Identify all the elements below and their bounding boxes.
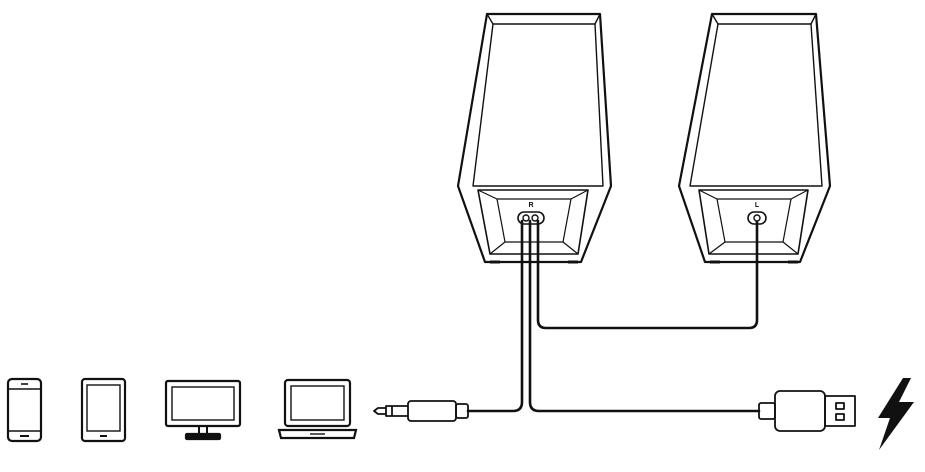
laptop-icon bbox=[277, 378, 358, 440]
smartphone-icon bbox=[6, 377, 43, 443]
lightning-bolt-icon bbox=[878, 378, 914, 450]
speaker-link-cable bbox=[536, 219, 759, 330]
right-speaker-label: R bbox=[528, 202, 533, 209]
audio-cable bbox=[466, 219, 524, 413]
left-speaker-label: L bbox=[755, 202, 760, 209]
audio-jack-icon bbox=[373, 400, 469, 422]
usb-plug-icon bbox=[758, 390, 856, 432]
monitor-icon bbox=[164, 379, 242, 441]
tablet-icon bbox=[80, 377, 127, 443]
usb-power-cable bbox=[528, 219, 761, 413]
left-speaker bbox=[677, 12, 832, 264]
right-speaker bbox=[456, 12, 613, 264]
cables bbox=[466, 219, 761, 413]
